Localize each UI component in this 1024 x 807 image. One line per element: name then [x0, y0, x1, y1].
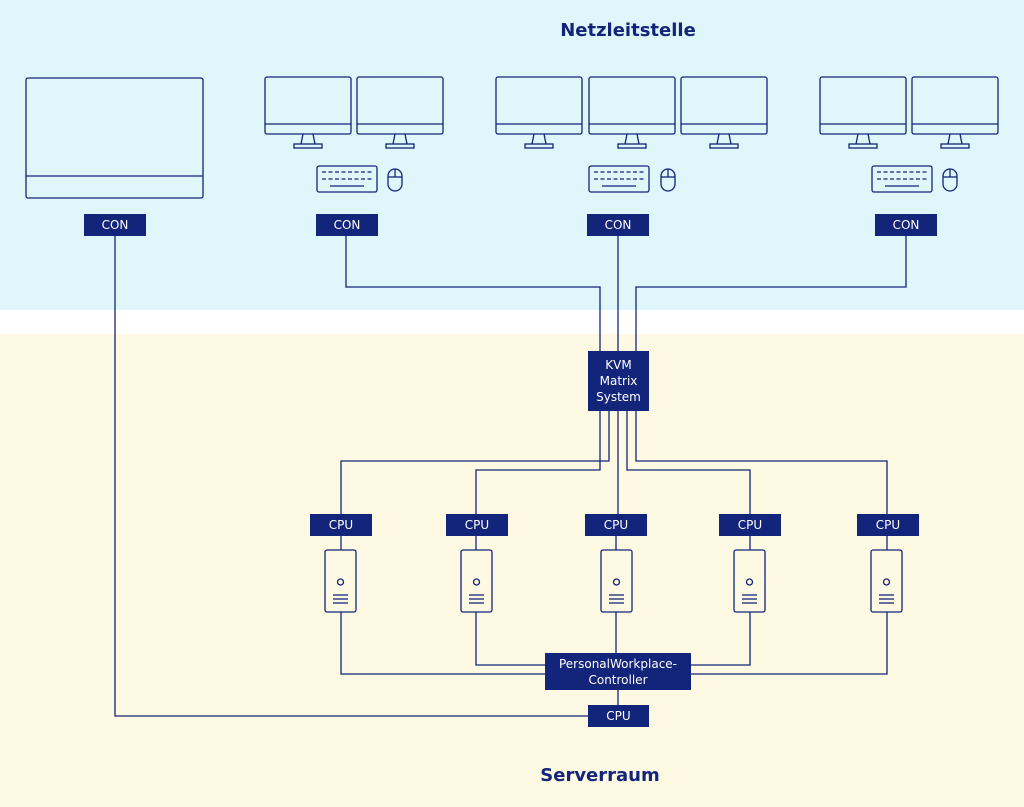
keyboard-icon: [871, 165, 933, 193]
cpu-box: CPU: [310, 514, 372, 536]
connection-line: [475, 612, 545, 666]
con-box: CON: [587, 214, 649, 236]
con-box: CON: [875, 214, 937, 236]
netzleitstelle-title: Netzleitstelle: [560, 20, 696, 41]
pc-tower-icon: [600, 549, 633, 613]
kvm-matrix-system-box: KVM Matrix System: [588, 351, 649, 411]
cpu-box: CPU: [857, 514, 919, 536]
connection-line: [340, 612, 545, 675]
mouse-icon: [942, 168, 958, 192]
monitor-icon: [264, 76, 352, 149]
cpu-box: CPU: [588, 705, 649, 727]
pc-tower-icon: [870, 549, 903, 613]
connection-line: [345, 236, 601, 351]
pc-tower-icon: [460, 549, 493, 613]
mouse-icon: [387, 168, 403, 192]
serverraum-title: Serverraum: [540, 765, 660, 786]
personal-workplace-controller-box: PersonalWorkplace- Controller: [545, 653, 691, 690]
netzleitstelle-zone: [0, 0, 1024, 310]
large-display-icon: [25, 77, 204, 199]
monitor-icon: [588, 76, 676, 149]
connection-line: [475, 411, 601, 514]
monitor-icon: [911, 76, 999, 149]
pc-tower-icon: [733, 549, 766, 613]
con-box: CON: [84, 214, 146, 236]
pc-tower-icon: [324, 549, 357, 613]
connection-line: [691, 612, 751, 666]
connection-line: [691, 612, 888, 675]
monitor-icon: [495, 76, 583, 149]
cpu-box: CPU: [585, 514, 647, 536]
keyboard-icon: [588, 165, 650, 193]
connection-line: [114, 236, 588, 717]
mouse-icon: [660, 168, 676, 192]
connection-line: [340, 411, 610, 514]
connection-line: [626, 411, 751, 514]
cpu-box: CPU: [719, 514, 781, 536]
cpu-box: CPU: [446, 514, 508, 536]
monitor-icon: [356, 76, 444, 149]
monitor-icon: [819, 76, 907, 149]
keyboard-icon: [316, 165, 378, 193]
serverraum-zone: [0, 334, 1024, 807]
monitor-icon: [680, 76, 768, 149]
connection-line: [635, 411, 888, 514]
connection-line: [635, 236, 907, 351]
con-box: CON: [316, 214, 378, 236]
